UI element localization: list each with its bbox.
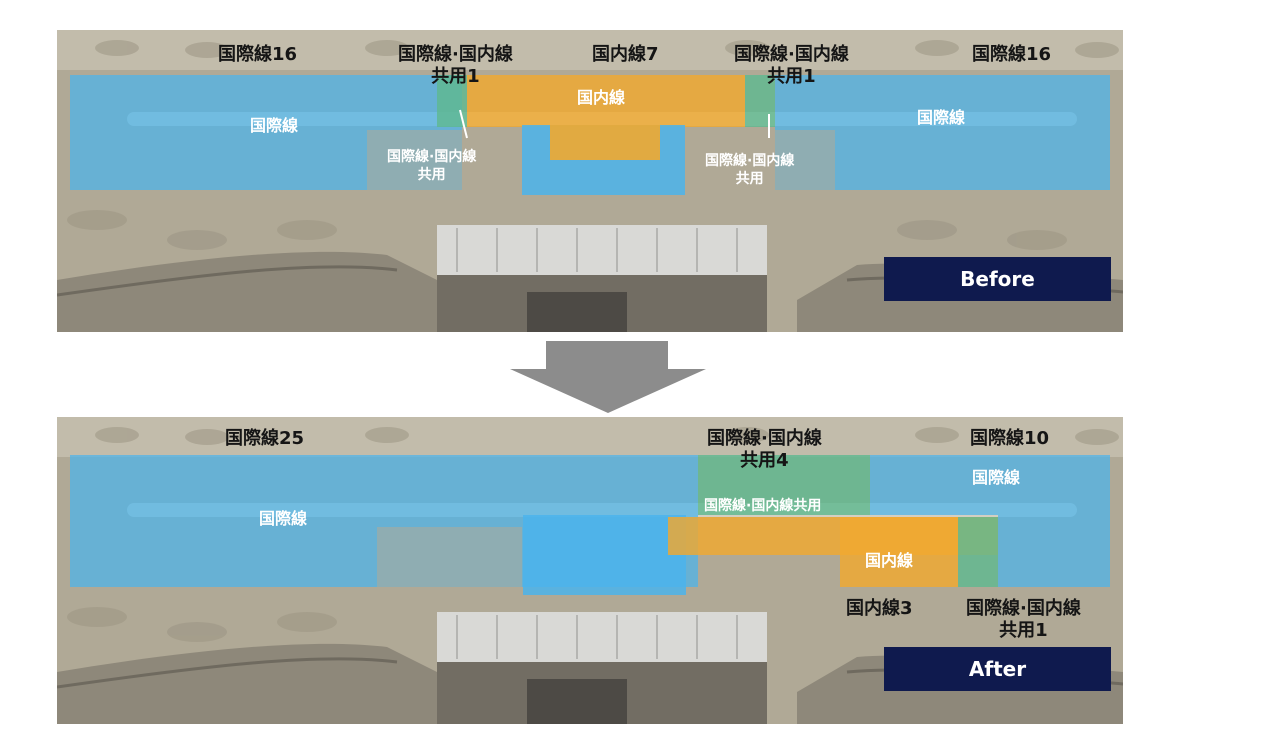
- after-intl-zone-right: [870, 455, 1110, 515]
- after-main-terminal-intl: [523, 515, 686, 595]
- before-label-shared-right-line1: 国際線·国内線: [734, 44, 849, 65]
- before-callout-left-line2: 共用: [417, 167, 446, 184]
- after-aerial-map: [57, 417, 1123, 724]
- before-label-shared-left-line1: 国際線·国内線: [398, 44, 513, 65]
- after-label-shared-top-line2: 共用4: [740, 449, 789, 471]
- before-map-panel: 国際線 国内線 国際線 国際線·国内線 共用 国際線·国内線 共用 Before: [57, 30, 1123, 332]
- before-zone-label-domestic: 国内線: [577, 88, 626, 107]
- before-label-intl-left: 国際線16: [218, 44, 298, 65]
- after-zone-label-intl-right: 国際線: [972, 468, 1021, 487]
- after-label-shared-bottom-line1: 国際線·国内線: [966, 598, 1081, 619]
- before-domestic-zone: [467, 75, 745, 127]
- before-aerial-map: [57, 30, 1123, 332]
- before-zone-label-intl-right: 国際線: [917, 108, 966, 127]
- before-callout-left: 国際線·国内線 共用: [387, 148, 476, 184]
- after-label-intl-right: 国際線10: [970, 428, 1050, 449]
- before-callout-left-line1: 国際線·国内線: [387, 149, 477, 165]
- after-zone-label-shared: 国際線·国内線共用: [704, 498, 822, 514]
- after-shared-zone-small: [958, 517, 998, 587]
- before-label-intl-right: 国際線16: [972, 44, 1052, 65]
- before-zone-label-intl-left: 国際線: [250, 116, 299, 135]
- after-shared-zone: [698, 455, 870, 515]
- before-label-domestic: 国内線7: [592, 44, 659, 65]
- before-main-terminal-domestic: [550, 125, 660, 160]
- after-map-panel: 国際線 国際線 国際線·国内線共用 国内線 After: [57, 417, 1123, 724]
- before-callout-right-line1: 国際線·国内線: [705, 153, 795, 169]
- after-label-shared-bottom: 国際線·国内線 共用1: [966, 598, 1081, 641]
- after-label-shared-top-line1: 国際線·国内線: [707, 428, 822, 449]
- before-label-shared-right: 国際線·国内線 共用1: [734, 44, 849, 87]
- after-label-domestic: 国内線3: [846, 598, 913, 619]
- after-label-shared-top: 国際線·国内線 共用4: [707, 428, 822, 471]
- before-label-shared-right-line2: 共用1: [767, 65, 816, 87]
- before-badge: Before: [884, 257, 1111, 301]
- after-badge: After: [884, 647, 1111, 691]
- after-zone-label-intl-left: 国際線: [259, 509, 308, 528]
- after-label-intl-left: 国際線25: [225, 428, 305, 449]
- before-label-shared-left: 国際線·国内線 共用1: [398, 44, 513, 87]
- before-callout-right-line2: 共用: [735, 171, 764, 188]
- before-callout-right: 国際線·国内線 共用: [705, 152, 794, 188]
- after-zone-label-domestic: 国内線: [865, 551, 914, 570]
- down-arrow-icon: [510, 341, 706, 413]
- after-label-shared-bottom-line2: 共用1: [999, 619, 1048, 641]
- before-label-shared-left-line2: 共用1: [431, 65, 480, 87]
